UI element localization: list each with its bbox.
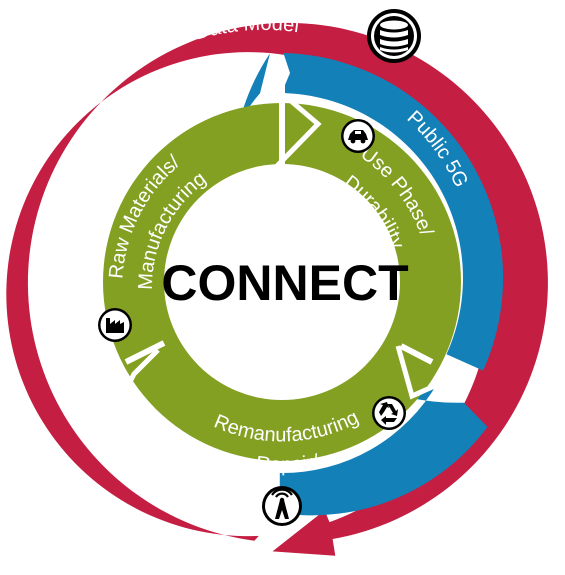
database-icon (367, 9, 421, 63)
recycle-icon (372, 396, 406, 430)
car-icon (341, 119, 375, 153)
lifecycle-ring: Use Phase/ Durability Repair/ Remanufact… (103, 82, 461, 476)
repair-label-line1: Repair/ (255, 451, 321, 477)
stage-arrow-top (269, 82, 322, 168)
stage-separator-right (399, 343, 434, 365)
stage-separator-left (124, 340, 166, 365)
stage-arrow-right (395, 345, 450, 400)
center-title: CONNECT (161, 255, 408, 311)
public-5g-segment (281, 53, 504, 371)
factory-icon (98, 308, 132, 342)
cell-tower-icon (262, 486, 302, 526)
center-hole (164, 164, 400, 400)
stage-arrow-left (105, 348, 160, 427)
